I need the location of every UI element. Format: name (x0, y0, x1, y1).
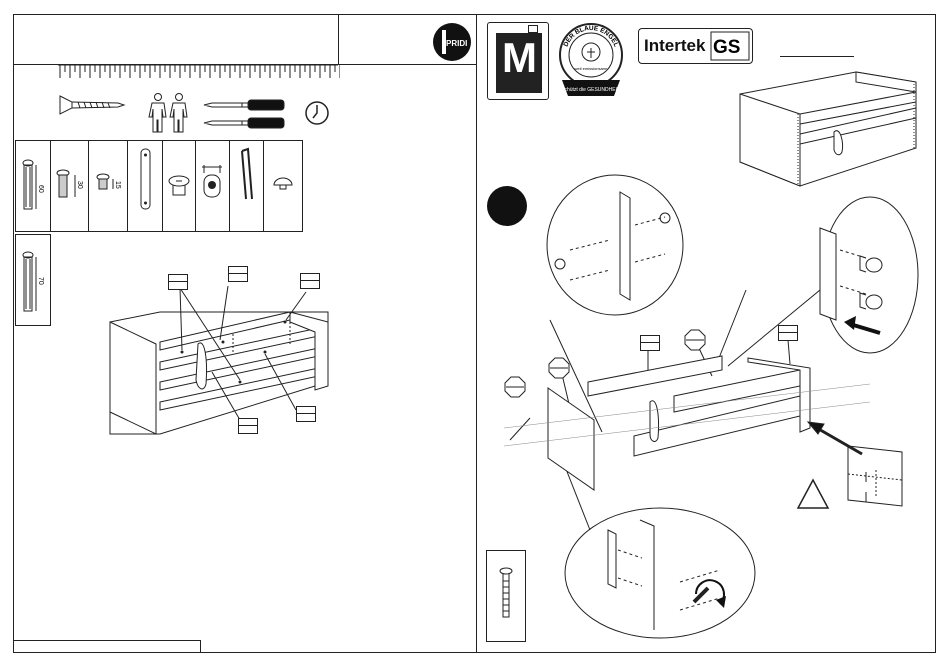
part-cell-screw-long (486, 550, 526, 642)
blue-angel-bottom-text: schützt die GESUNDHEIT (562, 87, 620, 93)
part-cell-long-dowel: 70 (15, 234, 51, 326)
part-label-g (778, 325, 798, 341)
long-dowel-icon: 70 (16, 235, 50, 325)
part-cell-screw-30: 30 (50, 140, 89, 232)
dim-15: 15 (114, 181, 121, 189)
cam-bolt-icon (163, 141, 195, 231)
part-cell-dowel: 60 (15, 140, 51, 232)
m-mark-tab (528, 25, 538, 33)
gs-mark: GS (710, 31, 750, 61)
footer-cell-divider (200, 640, 201, 653)
dim-70: 70 (37, 277, 44, 285)
part-cell-bracket (127, 140, 163, 232)
part-label-d (238, 418, 258, 434)
blue-angel-sub-text: weil emissionsarm (575, 66, 608, 71)
cam-lock-icon (196, 141, 229, 231)
part-label-b (228, 266, 248, 282)
m-mark-letter: M (502, 37, 537, 79)
long-screw-icon (487, 551, 525, 641)
part-label-e (296, 406, 316, 422)
screwdriver-icon (202, 98, 288, 132)
octagon-label-a (504, 376, 526, 398)
rotate-icon (690, 570, 732, 612)
blue-angel-seal: DER BLAUE ENGEL weil emissionsarm schütz… (558, 22, 624, 100)
cap-icon (264, 141, 302, 231)
m-quality-mark: M (487, 22, 549, 100)
ruler-icon (58, 64, 340, 82)
two-persons-icon (146, 92, 192, 134)
pridi-logo: PRIDI (432, 22, 472, 62)
octagon-label-b (548, 357, 570, 379)
warning-icon (796, 478, 830, 510)
part-cell-allen-key (229, 140, 264, 232)
bracket-icon (128, 141, 162, 231)
part-label-f (640, 335, 660, 351)
clock-icon (304, 100, 330, 126)
part-cell-cap (263, 140, 303, 232)
connector-screw-icon: 30 (51, 141, 88, 231)
dim-60: 60 (37, 185, 44, 193)
part-label-a (168, 274, 188, 290)
footer-rule (13, 640, 200, 641)
octagon-label-c (684, 329, 706, 351)
header-cell-divider (338, 14, 339, 64)
dim-30: 30 (76, 181, 83, 189)
part-cell-cam-bolt (162, 140, 196, 232)
allen-key-icon (230, 141, 263, 231)
brand-name: PRIDI (446, 39, 467, 48)
page-divider (476, 14, 477, 653)
dowel-icon: 60 (16, 141, 50, 231)
part-label-c (300, 273, 320, 289)
short-screw-icon: 15 (89, 141, 127, 231)
part-cell-cam-lock (195, 140, 230, 232)
gs-text: GS (713, 37, 740, 58)
intertek-text: Intertek (644, 36, 705, 56)
part-cell-screw-15: 15 (88, 140, 128, 232)
title-underline (780, 56, 854, 57)
screw-icon (58, 94, 126, 116)
